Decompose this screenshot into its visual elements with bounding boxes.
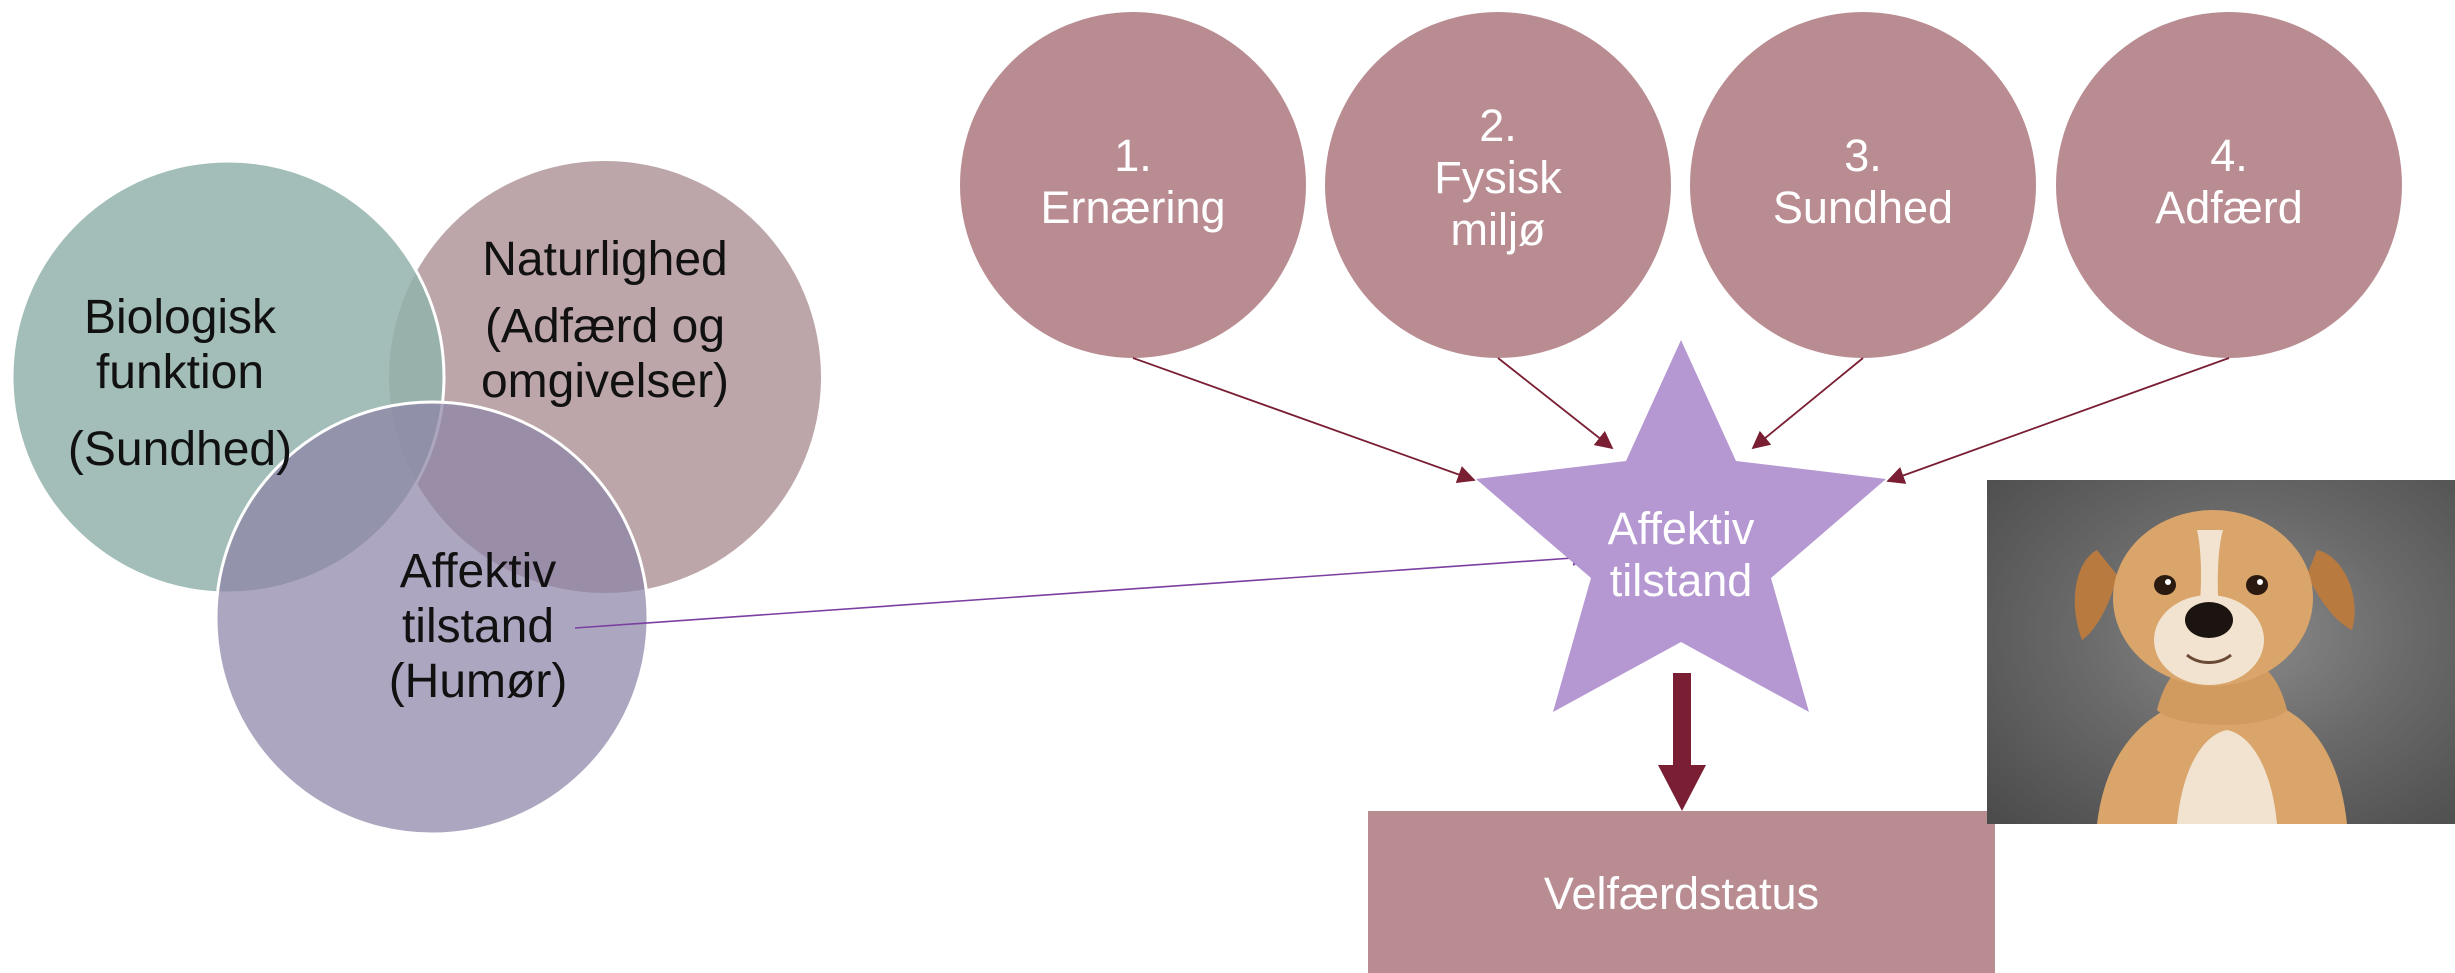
arrow-factor-3 <box>1751 357 1864 450</box>
velfaerd-label: Velfærdstatus <box>1543 868 1820 919</box>
venn-affektiv-line2: tilstand <box>401 600 555 654</box>
factor-label-1: 1. Ernæring <box>983 130 1283 234</box>
down-arrow-shaft <box>1673 673 1691 768</box>
factor-2-line2: miljø <box>1450 203 1546 255</box>
factor-3-line1: Sundhed <box>1772 181 1954 233</box>
venn-naturlighed-line1: Naturlighed <box>482 233 728 286</box>
factor-circle-4 <box>2056 12 2402 358</box>
venn-affektiv-line3: (Humør) <box>388 655 568 709</box>
star-line1: Affektiv <box>1607 503 1755 554</box>
factor-4-line1: Adfærd <box>2155 181 2303 233</box>
factor-label-3: 3. Sundhed <box>1713 130 2013 234</box>
venn-label-biologisk: Biologisk funktion (Sundhed) <box>30 290 330 478</box>
venn-affektiv-line1: Affektiv <box>399 545 557 598</box>
venn-naturlighed-line3: omgivelser) <box>480 355 730 409</box>
venn-circle-affektiv <box>214 400 650 836</box>
factor-2-number: 2. <box>1479 100 1517 151</box>
factor-3-number: 3. <box>1844 130 1882 181</box>
factor-circle-3 <box>1690 12 2036 358</box>
arrow-factor-1 <box>1132 357 1476 484</box>
venn-biologisk-line3: (Sundhed) <box>67 423 293 477</box>
venn-biologisk-line1: Biologisk <box>83 291 277 344</box>
factor-2-line1: Fysisk <box>1434 151 1562 203</box>
star-label: Affektiv tilstand <box>1531 503 1831 607</box>
star-line2: tilstand <box>1609 554 1753 606</box>
venn-label-affektiv: Affektiv tilstand (Humør) <box>318 544 638 710</box>
factor-circle-2 <box>1325 12 1671 358</box>
factor-circle-1 <box>960 12 1306 358</box>
venn-biologisk-line2: funktion <box>95 346 265 400</box>
down-arrow-head <box>1658 765 1706 811</box>
link-arrow-affektiv <box>574 550 1589 629</box>
arrow-factor-2 <box>1497 357 1614 450</box>
dog-icon <box>2074 510 2355 824</box>
venn-label-naturlighed: Naturlighed (Adfærd og omgivelser) <box>440 232 770 410</box>
dog-photo <box>1987 480 2455 824</box>
factor-1-line1: Ernæring <box>1040 181 1226 233</box>
velfaerd-box <box>1368 811 1995 973</box>
affektiv-star <box>1476 340 1886 712</box>
factor-label-4: 4. Adfærd <box>2079 130 2379 234</box>
venn-naturlighed-line2: (Adfærd og <box>484 300 726 354</box>
factor-1-number: 1. <box>1114 130 1152 181</box>
factor-4-number: 4. <box>2210 130 2248 181</box>
arrow-factor-4 <box>1886 357 2230 484</box>
factor-label-2: 2. Fysisk miljø <box>1348 100 1648 255</box>
